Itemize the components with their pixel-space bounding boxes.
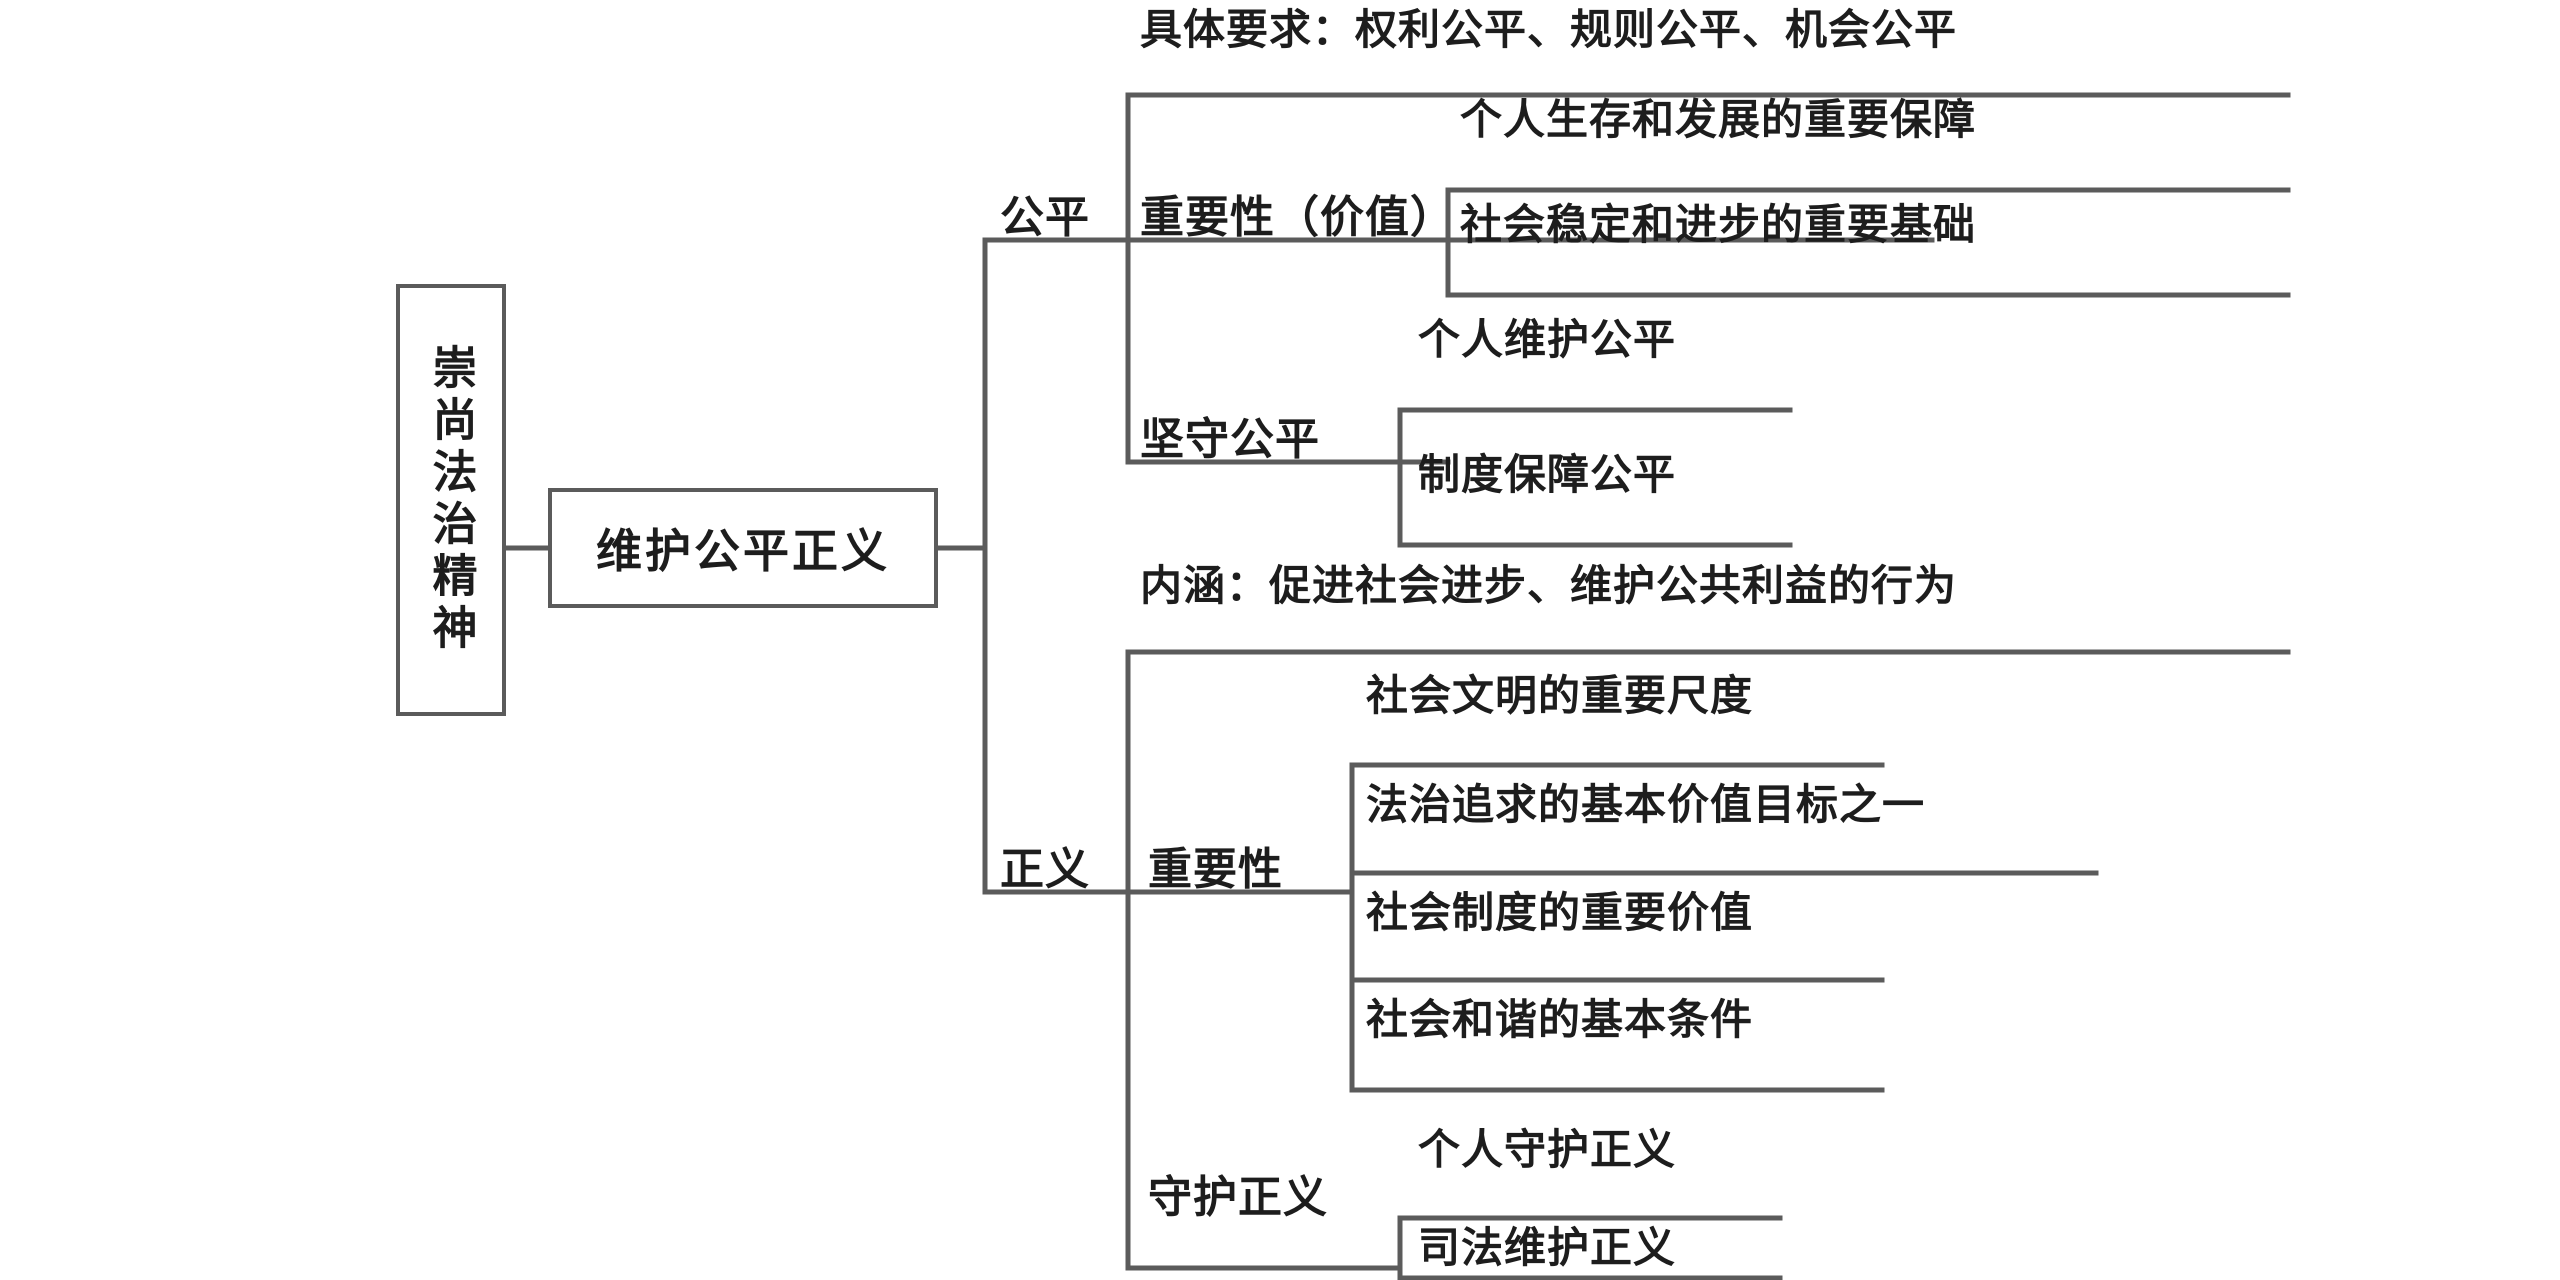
node-fairness-importance[interactable]: 重要性（价值） [1140,196,1455,240]
node-fairness-uphold-label: 坚守公平 [1140,415,1320,464]
node-fairness-importance-item-2[interactable]: 社会稳定和进步的重要基础 [1460,205,1976,247]
node-fairness-uphold-item-2-label: 制度保障公平 [1418,453,1677,499]
node-justice-importance-label: 重要性 [1148,845,1283,894]
node-justice-importance-item-4-label: 社会和谐的基本条件 [1366,998,1754,1044]
node-fairness-requirement[interactable]: 具体要求：权利公平、规则公平、机会公平 [1140,10,1957,52]
node-justice-guard[interactable]: 守护正义 [1148,1176,1328,1220]
node-fairness-importance-item-1[interactable]: 个人生存和发展的重要保障 [1460,100,1976,142]
node-justice-importance-item-2-label: 法治追求的基本价值目标之一 [1366,783,1926,829]
node-justice-guard-item-1[interactable]: 个人守护正义 [1418,1130,1676,1172]
node-justice-importance[interactable]: 重要性 [1148,848,1283,892]
node-fairness-uphold-item-1[interactable]: 个人维护公平 [1418,320,1676,362]
node-fairness-uphold-item-1-label: 个人维护公平 [1418,318,1677,364]
node-justice-guard-item-1-label: 个人守护正义 [1418,1128,1677,1174]
node-level2-label: 维护公平正义 [596,526,890,577]
node-fairness-importance-item-2-label: 社会稳定和进步的重要基础 [1460,203,1977,249]
node-justice-connotation[interactable]: 内涵：促进社会进步、维护公共利益的行为 [1140,566,1957,608]
node-justice-importance-item-2[interactable]: 法治追求的基本价值目标之一 [1366,785,1925,827]
node-fairness-importance-label: 重要性（价值） [1140,193,1455,242]
node-justice-importance-item-3-label: 社会制度的重要价值 [1366,891,1754,937]
node-justice-guard-item-2-label: 司法维护正义 [1418,1226,1677,1272]
node-fairness-uphold-item-2[interactable]: 制度保障公平 [1418,455,1676,497]
node-justice-guard-item-2[interactable]: 司法维护正义 [1418,1228,1676,1270]
node-branch-fairness-label: 公平 [1000,193,1090,242]
node-justice-guard-label: 守护正义 [1148,1173,1328,1222]
node-branch-fairness[interactable]: 公平 [1000,196,1090,240]
node-level2[interactable]: 维护公平正义 [548,488,938,608]
node-fairness-importance-item-1-label: 个人生存和发展的重要保障 [1460,98,1977,144]
node-justice-importance-item-1[interactable]: 社会文明的重要尺度 [1366,676,1753,718]
node-justice-importance-item-3[interactable]: 社会制度的重要价值 [1366,893,1753,935]
node-justice-connotation-label: 内涵：促进社会进步、维护公共利益的行为 [1140,564,1958,610]
node-justice-importance-item-4[interactable]: 社会和谐的基本条件 [1366,1000,1753,1042]
node-justice-importance-item-1-label: 社会文明的重要尺度 [1366,674,1754,720]
node-branch-justice-label: 正义 [1000,845,1090,894]
node-fairness-requirement-label: 具体要求：权利公平、规则公平、机会公平 [1140,8,1958,54]
node-root[interactable]: 崇尚法治精神 [396,284,506,716]
node-root-label: 崇尚法治精神 [425,344,476,656]
node-branch-justice[interactable]: 正义 [1000,848,1090,892]
node-fairness-uphold[interactable]: 坚守公平 [1140,418,1320,462]
